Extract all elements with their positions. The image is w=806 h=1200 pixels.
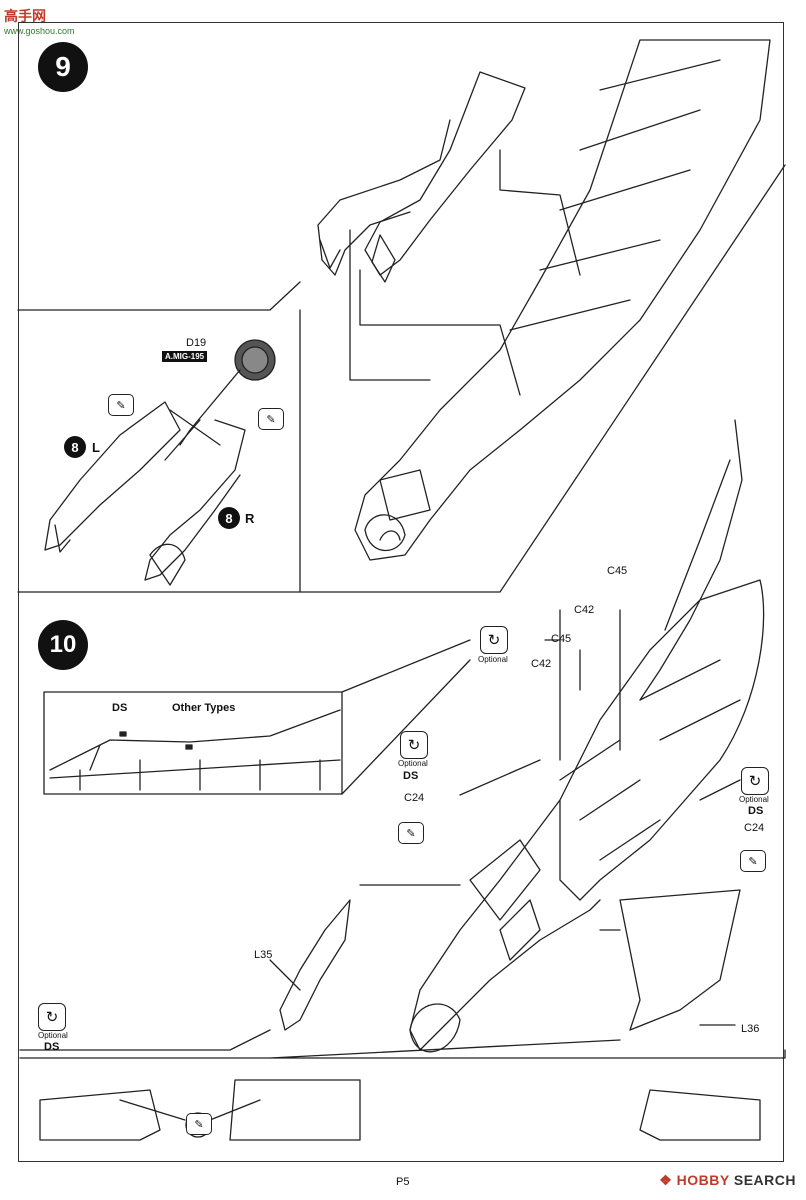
brand-prefix: ❖ HOBBY <box>659 1172 730 1188</box>
cockpit <box>469 839 541 921</box>
part-c42-top-label: C42 <box>574 604 595 616</box>
variant-ds-label: DS <box>44 1041 60 1053</box>
inset-ds-label: DS <box>112 702 128 714</box>
intake-nose <box>409 1003 461 1053</box>
nacelle-half-right <box>149 543 186 586</box>
sub-step-8-left-number: 8 <box>71 439 79 455</box>
part-d19-tag: A.MIG-195 <box>162 351 208 362</box>
watermark-url: www.goshou.com <box>4 26 75 36</box>
part-c45-top-label: C45 <box>607 565 628 577</box>
fuselage-forward <box>409 799 601 1051</box>
optional-rotate-icon: ↻ <box>400 731 428 759</box>
sub-step-8-left-badge: 8 <box>64 436 86 458</box>
step-9-badge: 9 <box>38 42 88 92</box>
inset-other-types-label: Other Types <box>172 702 236 714</box>
bottom-inset-divider <box>19 1029 271 1051</box>
glue-icon: ✎ <box>258 408 284 430</box>
glue-icon: ✎ <box>186 1113 212 1135</box>
brand-suffix: SEARCH <box>733 1172 796 1188</box>
vertical-tail <box>639 419 743 701</box>
step-divider <box>17 164 786 593</box>
watermark-logo: 高手网 www.goshou.com <box>4 6 75 36</box>
part-c24-left-label: C24 <box>404 792 425 804</box>
step-10-number: 10 <box>49 631 77 658</box>
side-left-label: L <box>92 440 100 455</box>
nacelle-right-upper <box>364 71 526 276</box>
page-number: P5 <box>396 1176 410 1188</box>
glue-icon: ✎ <box>740 850 766 872</box>
optional-caption: Optional <box>38 1031 68 1040</box>
variant-ds-label: DS <box>403 770 419 782</box>
fuselage-main <box>354 39 771 561</box>
sub-step-8-right-badge: 8 <box>218 507 240 529</box>
step9-inset-divider <box>17 281 301 311</box>
brand-watermark: ❖ HOBBY SEARCH <box>659 1172 796 1189</box>
optional-rotate-icon: ↻ <box>38 1003 66 1031</box>
watermark-logo-text: 高手网 <box>4 8 46 24</box>
glue-icon: ✎ <box>398 822 424 844</box>
part-c42-mid-label: C42 <box>531 658 552 670</box>
panel-l35 <box>279 899 351 1031</box>
part-l36-label: L36 <box>741 1023 760 1035</box>
glue-icon: ✎ <box>108 394 134 416</box>
step-9-number: 9 <box>55 51 71 82</box>
step-10-badge: 10 <box>38 620 88 670</box>
step10-inset-box <box>43 691 343 795</box>
sub-step-8-right-number: 8 <box>225 510 233 526</box>
part-d19-label: D19 <box>186 337 207 349</box>
optional-rotate-icon: ↻ <box>741 767 769 795</box>
part-c24-right-label: C24 <box>744 822 765 834</box>
optional-caption: Optional <box>478 655 508 664</box>
side-right-label: R <box>245 511 255 526</box>
panel-l36 <box>619 889 741 1031</box>
variant-ds-label: DS <box>748 805 764 817</box>
fuselage-aft <box>559 579 765 901</box>
part-c45-mid-label: C45 <box>551 633 572 645</box>
part-l35-label: L35 <box>254 949 273 961</box>
bottom-panel-left <box>39 1089 161 1141</box>
bottom-panel-right <box>639 1089 761 1141</box>
optional-caption: Optional <box>739 795 769 804</box>
nacelle-half-left <box>44 401 181 551</box>
optional-caption: Optional <box>398 759 428 768</box>
optional-rotate-icon: ↻ <box>480 626 508 654</box>
